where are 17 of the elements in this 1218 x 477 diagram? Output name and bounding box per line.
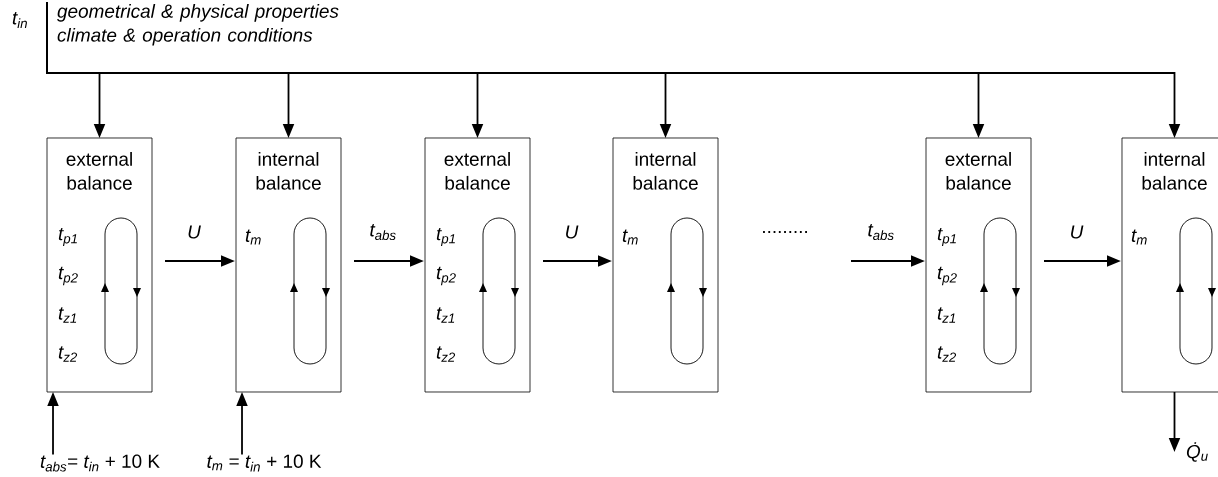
balance-box: external balance t$_{p1}$ t$_{p2}$ t$_{z1}$ t$_{z2}$ <box>424 137 531 393</box>
balance-box: internal balance t$_{m}$ <box>235 137 342 393</box>
edge-label: U <box>566 225 579 239</box>
output-text: Q̇$_{u}$ <box>1186 442 1208 462</box>
input-header: geometrical & physical properties climate & operation conditions <box>57 4 339 46</box>
edge-label: U <box>188 225 201 239</box>
balance-box: external balance t$_{p1}$ t$_{p2}$ t$_{z1}$ t$_{z2}$ <box>925 137 1032 393</box>
edge-label: U <box>1071 225 1084 239</box>
text-label: t$_{in}$ <box>12 12 27 28</box>
initial-value-text: t$_{abs}$= t$_{in}$ + 10 K <box>40 454 160 472</box>
balance-box: internal balance t$_{m}$ <box>612 137 719 393</box>
balance-box: external balance t$_{p1}$ t$_{p2}$ t$_{z1}$ t$_{z2}$ <box>46 137 153 393</box>
initial-value-text: t$_{m}$ = t$_{in}$ + 10 K <box>207 454 322 472</box>
edge-label: t$_{abs}$ <box>868 224 894 240</box>
text-label: ......... <box>763 231 807 233</box>
edge-label: t$_{abs}$ <box>370 224 396 240</box>
balance-box: internal balance t$_{m}$ <box>1121 137 1218 393</box>
